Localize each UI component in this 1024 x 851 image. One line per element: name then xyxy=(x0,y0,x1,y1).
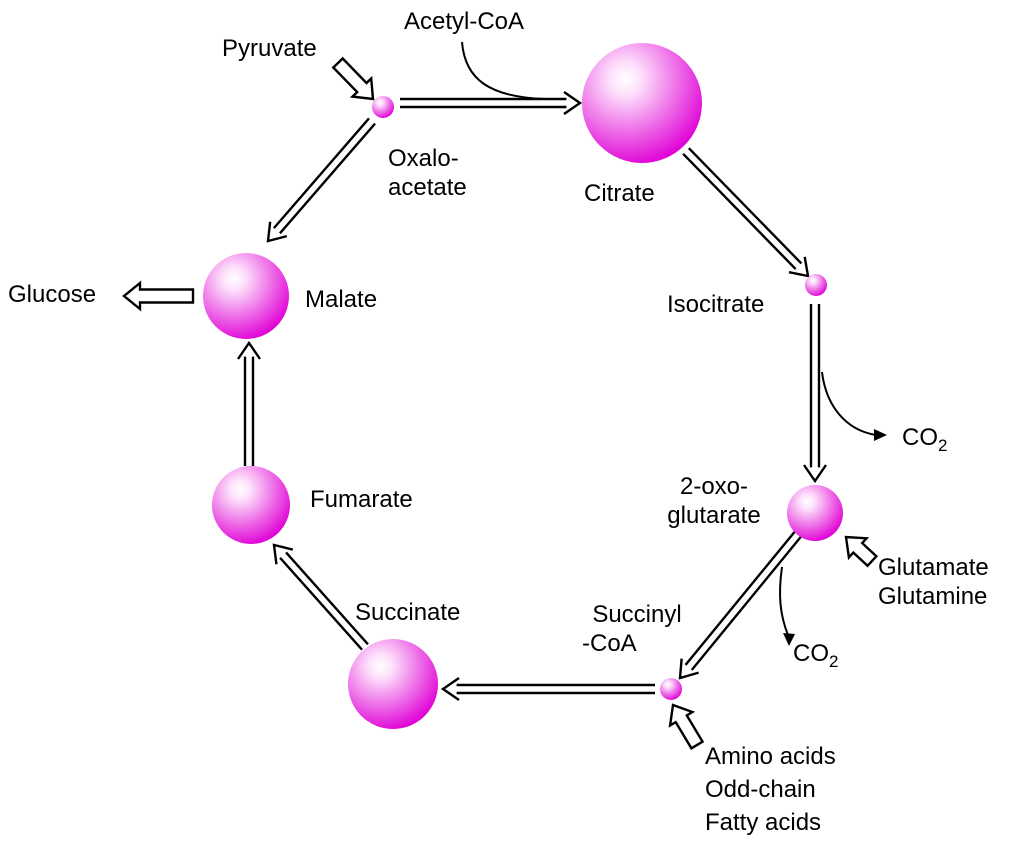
oxaloacetate-line-1: Oxalo- xyxy=(388,145,459,172)
co2-text-2: CO xyxy=(793,640,829,667)
succinyl-coa-node xyxy=(660,678,682,700)
oxoglutarate-line-1: 2-oxo- xyxy=(679,473,749,500)
arrow-succinate-to-fumarate xyxy=(272,543,369,651)
malate-label: Malate xyxy=(305,286,378,313)
succinate-label: Succinate xyxy=(355,599,461,626)
succinate-node xyxy=(348,639,438,729)
isocitrate-node xyxy=(805,274,827,296)
glutamine-text: Glutamine xyxy=(878,583,988,610)
co2-arrowhead-1 xyxy=(874,429,887,441)
oxaloacetate-line-2: acetate xyxy=(388,174,467,201)
glutamate-text: Glutamate xyxy=(878,554,989,581)
malate-node xyxy=(203,253,289,339)
glucose-label: Glucose xyxy=(8,281,97,308)
arrow-isocitrate-to-oxoglutarate xyxy=(803,304,827,484)
arrow-succinyl-coa-to-succinate xyxy=(440,677,655,701)
succinyl-coa-label: Succinyl -CoA xyxy=(582,600,692,658)
pyruvate-label: Pyruvate xyxy=(222,35,317,62)
fatty-acids-text: Fatty acids xyxy=(705,809,822,836)
amino-acids-text: Amino acids xyxy=(705,743,836,770)
oxoglutarate-node xyxy=(787,485,843,541)
oxaloacetate-node xyxy=(372,96,394,118)
co2-release-curve-2 xyxy=(779,566,789,636)
arrow-glutamate-glutamine-input xyxy=(844,535,879,568)
oxoglutarate-line-2: glutarate xyxy=(667,502,761,529)
arrow-malate-to-glucose xyxy=(122,280,195,312)
co2-subscript-2: 2 xyxy=(829,652,839,671)
arrow-citrate-to-isocitrate xyxy=(682,147,810,278)
co2-release-curve-1 xyxy=(821,371,877,436)
succinyl-coa-line-2: -CoA xyxy=(582,630,637,657)
arrow-pyruvate-input xyxy=(331,56,375,101)
isocitrate-label: Isocitrate xyxy=(667,291,765,318)
fumarate-node xyxy=(212,466,290,544)
acetyl-coa-label: Acetyl-CoA xyxy=(404,8,525,35)
odd-chain-text: Odd-chain xyxy=(705,776,816,803)
arrow-fumarate-to-malate xyxy=(237,340,261,466)
arrow-oxaloacetate-to-malate xyxy=(266,117,376,243)
oxoglutarate-label: 2-oxo- glutarate xyxy=(656,472,772,530)
acetyl-coa-entry-curve xyxy=(461,41,546,100)
arrow-oxaloacetate-to-citrate xyxy=(400,91,583,115)
arrow-oxoglutarate-to-succinyl-coa xyxy=(678,530,803,680)
oxaloacetate-label: Oxalo- acetate xyxy=(388,144,467,202)
co2-label-1: CO2 xyxy=(902,423,948,455)
co2-text-1: CO xyxy=(902,424,938,451)
fumarate-label: Fumarate xyxy=(310,486,413,513)
co2-subscript-1: 2 xyxy=(938,436,948,455)
co2-arrowhead-2 xyxy=(783,633,795,646)
citrate-label: Citrate xyxy=(584,180,655,207)
citrate-node xyxy=(582,43,702,163)
arrow-amino-acids-input xyxy=(668,703,705,750)
glutamate-glutamine-label: Glutamate Glutamine xyxy=(878,553,989,611)
co2-label-2: CO2 xyxy=(793,639,839,671)
succinyl-coa-line-1: Succinyl xyxy=(592,601,682,628)
amino-acid-sources-label: Amino acids Odd-chain Fatty acids xyxy=(705,740,836,839)
